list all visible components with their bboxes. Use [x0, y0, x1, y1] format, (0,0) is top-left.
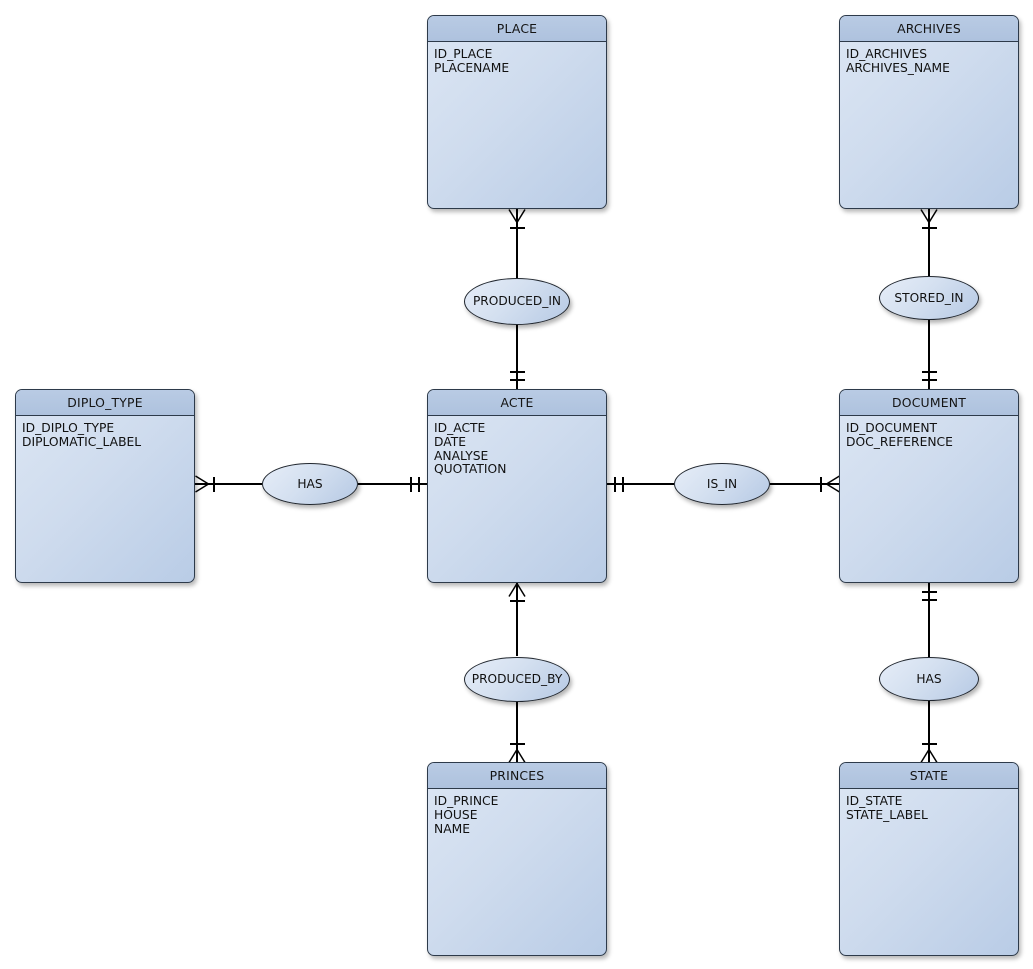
crow-foot-archives-side	[917, 204, 941, 228]
cardinality-bar-acte-top-1	[509, 371, 525, 373]
attribute-row: DATE	[434, 434, 466, 449]
attribute-row: ID_DOCUMENT	[846, 421, 938, 435]
cardinality-bar-acte-left-2	[418, 476, 420, 492]
connector-archives-stored-in	[928, 209, 930, 276]
attribute-row: ID_PRINCE	[434, 794, 499, 808]
cardinality-bar-diplo-type-side	[213, 476, 215, 492]
cardinality-bar-document-left	[820, 476, 822, 492]
relationship-produced_in[interactable]: PRODUCED_IN	[464, 277, 570, 325]
relationship-is_in[interactable]: IS_IN	[674, 463, 770, 505]
connector-acte-is-in	[607, 483, 674, 485]
attribute-row: ID_ACTE	[434, 421, 486, 435]
relationship-label: HAS	[916, 672, 942, 686]
attribute-row: QUOTATION	[434, 462, 507, 477]
crow-foot-state-side	[917, 744, 941, 768]
relationship-has_diplo[interactable]: HAS	[262, 463, 358, 505]
attribute-row: ID_PLACE	[434, 47, 493, 61]
connector-stored-in-document	[928, 320, 930, 389]
crow-foot-diplo-type-side	[190, 472, 214, 496]
entity-title-place: PLACE	[428, 16, 606, 42]
connector-document-has-state	[928, 583, 930, 657]
connector-has-state-state	[928, 701, 930, 762]
entity-title-document: DOCUMENT	[840, 390, 1018, 416]
cardinality-bar-place-side	[509, 227, 525, 229]
attribute-row: ANALYSE	[434, 448, 489, 463]
cardinality-bar-acte-right-1	[614, 476, 616, 492]
crow-foot-princes-side	[505, 744, 529, 768]
crow-foot-acte-bottom	[505, 578, 529, 602]
cardinality-bar-acte-top-2	[509, 379, 525, 381]
connector-is-in-document	[770, 483, 839, 485]
attribute-row: ID_STATE	[846, 794, 903, 808]
relationship-stored_in[interactable]: STORED_IN	[879, 276, 979, 320]
entity-title-diplo_type: DIPLO_TYPE	[16, 390, 194, 416]
cardinality-bar-document-bottom-1	[921, 591, 937, 593]
cardinality-bar-document-bottom-2	[921, 599, 937, 601]
connector-has-acte	[358, 483, 427, 485]
relationship-produced_by[interactable]: PRODUCED_BY	[464, 656, 570, 702]
relationship-label: PRODUCED_BY	[471, 672, 563, 686]
cardinality-bar-acte-right-2	[622, 476, 624, 492]
relationship-label: STORED_IN	[894, 291, 964, 305]
cardinality-bar-acte-bottom	[509, 600, 525, 602]
cardinality-bar-princes-side	[509, 743, 525, 745]
connector-produced-in-acte	[516, 324, 518, 389]
relationship-has_state[interactable]: HAS	[879, 657, 979, 701]
relationship-label: IS_IN	[706, 477, 738, 491]
connector-produced-by-princes	[516, 702, 518, 762]
relationship-label: PRODUCED_IN	[472, 294, 562, 308]
connector-acte-produced-by	[516, 583, 518, 656]
attribute-row: NAME	[434, 821, 470, 836]
attribute-row: ARCHIVES_NAME	[846, 60, 950, 75]
attribute-row: HOUSE	[434, 807, 478, 822]
entity-title-archives: ARCHIVES	[840, 16, 1018, 42]
attribute-row: ID_DIPLO_TYPE	[22, 421, 115, 435]
cardinality-bar-acte-left-1	[410, 476, 412, 492]
relationship-label: HAS	[297, 477, 323, 491]
attribute-row: PLACENAME	[434, 60, 510, 75]
entity-title-princes: PRINCES	[428, 763, 606, 789]
entity-title-acte: ACTE	[428, 390, 606, 416]
crow-foot-place-side	[505, 204, 529, 228]
connector-place-produced-in	[516, 209, 518, 278]
attribute-row: DOC_REFERENCE	[846, 434, 953, 449]
attribute-row: DIPLOMATIC_LABEL	[22, 434, 142, 449]
cardinality-bar-state-side	[921, 743, 937, 745]
cardinality-bar-document-top-1	[921, 371, 937, 373]
attribute-row: ID_ARCHIVES	[846, 47, 928, 61]
cardinality-bar-document-top-2	[921, 379, 937, 381]
attribute-row: STATE_LABEL	[846, 807, 928, 822]
entity-title-state: STATE	[840, 763, 1018, 789]
connector-diplo-type-has	[195, 483, 262, 485]
cardinality-bar-archives-side	[921, 227, 937, 229]
crow-foot-document-side	[821, 472, 845, 496]
